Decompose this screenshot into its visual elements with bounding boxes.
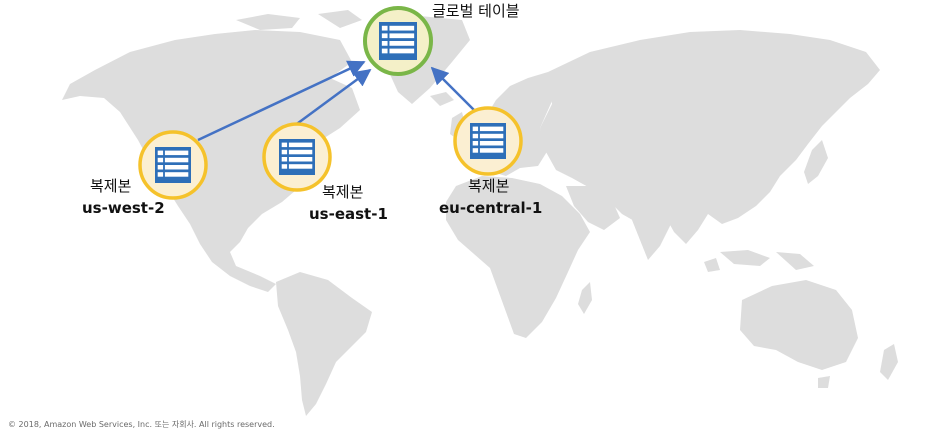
replica-label-eu-central-1: 복제본	[468, 177, 510, 195]
replica-node-eu-central-1	[453, 106, 523, 176]
arrow-us-west-2-to-global	[197, 60, 366, 142]
replica-label-us-west-2: 복제본	[90, 177, 132, 195]
africa-shape	[446, 176, 590, 338]
arabia-shape	[566, 186, 620, 230]
south-america-shape	[276, 272, 372, 416]
north-america-shape	[62, 30, 360, 292]
arctic-islands-shape	[236, 10, 362, 30]
table-icon	[470, 123, 506, 159]
table-icon	[279, 139, 315, 175]
tasmania-shape	[818, 376, 830, 388]
new-zealand-shape	[880, 344, 898, 380]
world-map	[62, 10, 898, 416]
arrow-eu-central-1-to-global	[430, 66, 477, 113]
table-icon	[155, 147, 191, 183]
global-table-label: 글로벌 테이블	[432, 2, 520, 20]
copyright-footer: © 2018, Amazon Web Services, Inc. 또는 자회사…	[8, 420, 275, 429]
table-icon	[379, 22, 417, 60]
region-label-us-west-2: us-west-2	[82, 199, 165, 217]
india-shape	[632, 200, 672, 260]
region-label-us-east-1: us-east-1	[309, 205, 388, 223]
replica-node-us-east-1	[262, 122, 332, 192]
asia-shape	[540, 30, 880, 244]
arrow-us-east-1-to-global	[293, 68, 372, 128]
replica-label-us-east-1: 복제본	[322, 183, 364, 201]
iceland-shape	[430, 92, 454, 106]
australia-shape	[740, 280, 858, 370]
replica-node-us-west-2	[138, 130, 208, 200]
replication-arrows	[197, 60, 477, 142]
global-table-node	[363, 6, 433, 76]
region-label-eu-central-1: eu-central-1	[439, 199, 543, 217]
madagascar-shape	[578, 282, 592, 314]
indonesia-shape	[704, 250, 814, 272]
japan-shape	[804, 140, 828, 184]
